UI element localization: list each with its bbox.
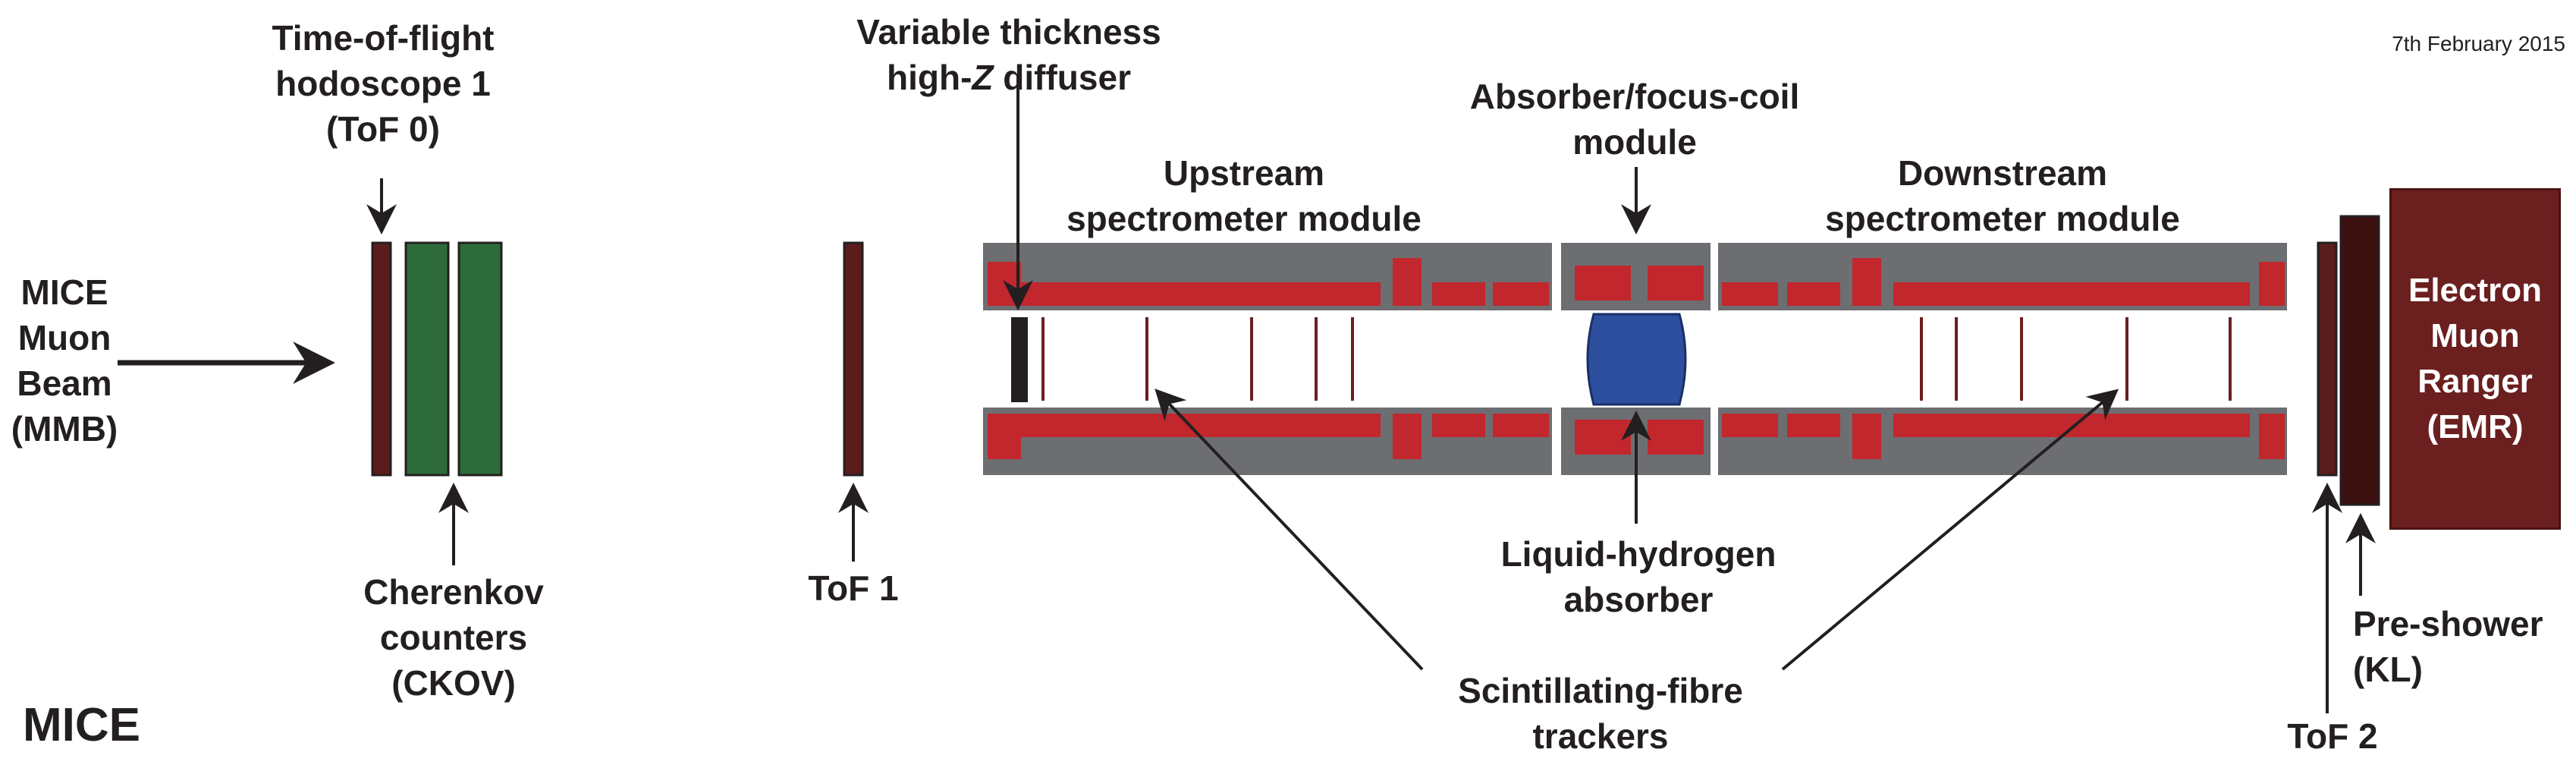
ckov-counter-a [404, 241, 450, 477]
label-trackers: Scintillating-fibre trackers [1458, 671, 1743, 756]
diagram-title: MICE [23, 699, 140, 751]
afc-coils [1575, 266, 1704, 455]
label-diffuser: Variable thickness high-Z diffuser [856, 12, 1161, 97]
label-ckov: Cherenkov counters (CKOV) [363, 572, 544, 703]
label-tof1: ToF 1 [808, 568, 899, 608]
tof2-hodoscope [2317, 241, 2338, 477]
lh2-absorber [1586, 313, 1687, 406]
emr-detector: Electron Muon Ranger (EMR) [2389, 188, 2561, 530]
label-upstream-module: Upstream spectrometer module [1067, 153, 1422, 238]
emr-label-line: Ranger [2417, 363, 2533, 400]
upstream-tracker-stations [1041, 317, 1354, 401]
label-tof2: ToF 2 [2287, 716, 2378, 756]
emr-label-line: Muon [2430, 317, 2520, 354]
downstream-tracker-stations [1920, 317, 2232, 401]
label-downstream-module: Downstream spectrometer module [1825, 153, 2180, 238]
ckov-counter-b [457, 241, 503, 477]
label-tof0: Time-of-flight hodoscope 1 (ToF 0) [272, 18, 495, 149]
tof0-hodoscope [371, 241, 392, 477]
date-stamp: 7th February 2015 [2392, 32, 2565, 55]
kl-preshower [2339, 215, 2380, 506]
emr-label-line: (EMR) [2427, 408, 2524, 445]
diffuser [1011, 317, 1028, 402]
label-beam: MICE Muon Beam (MMB) [11, 272, 118, 449]
arrow-tracker-upstream [1154, 389, 1424, 671]
emr-label-line: Electron [2408, 272, 2543, 309]
arrow-tracker-downstream [1781, 389, 2119, 671]
label-afc-module: Absorber/focus-coil module [1469, 77, 1800, 162]
label-arrows [118, 76, 2376, 713]
downstream-coils-top [1722, 258, 2285, 306]
tof1-hodoscope [843, 241, 864, 477]
label-kl: Pre-shower (KL) [2353, 604, 2543, 689]
downstream-coils-bottom [1722, 414, 2285, 459]
label-lh2-absorber: Liquid-hydrogen absorber [1500, 534, 1776, 619]
upstream-coils-bottom [988, 414, 1549, 459]
